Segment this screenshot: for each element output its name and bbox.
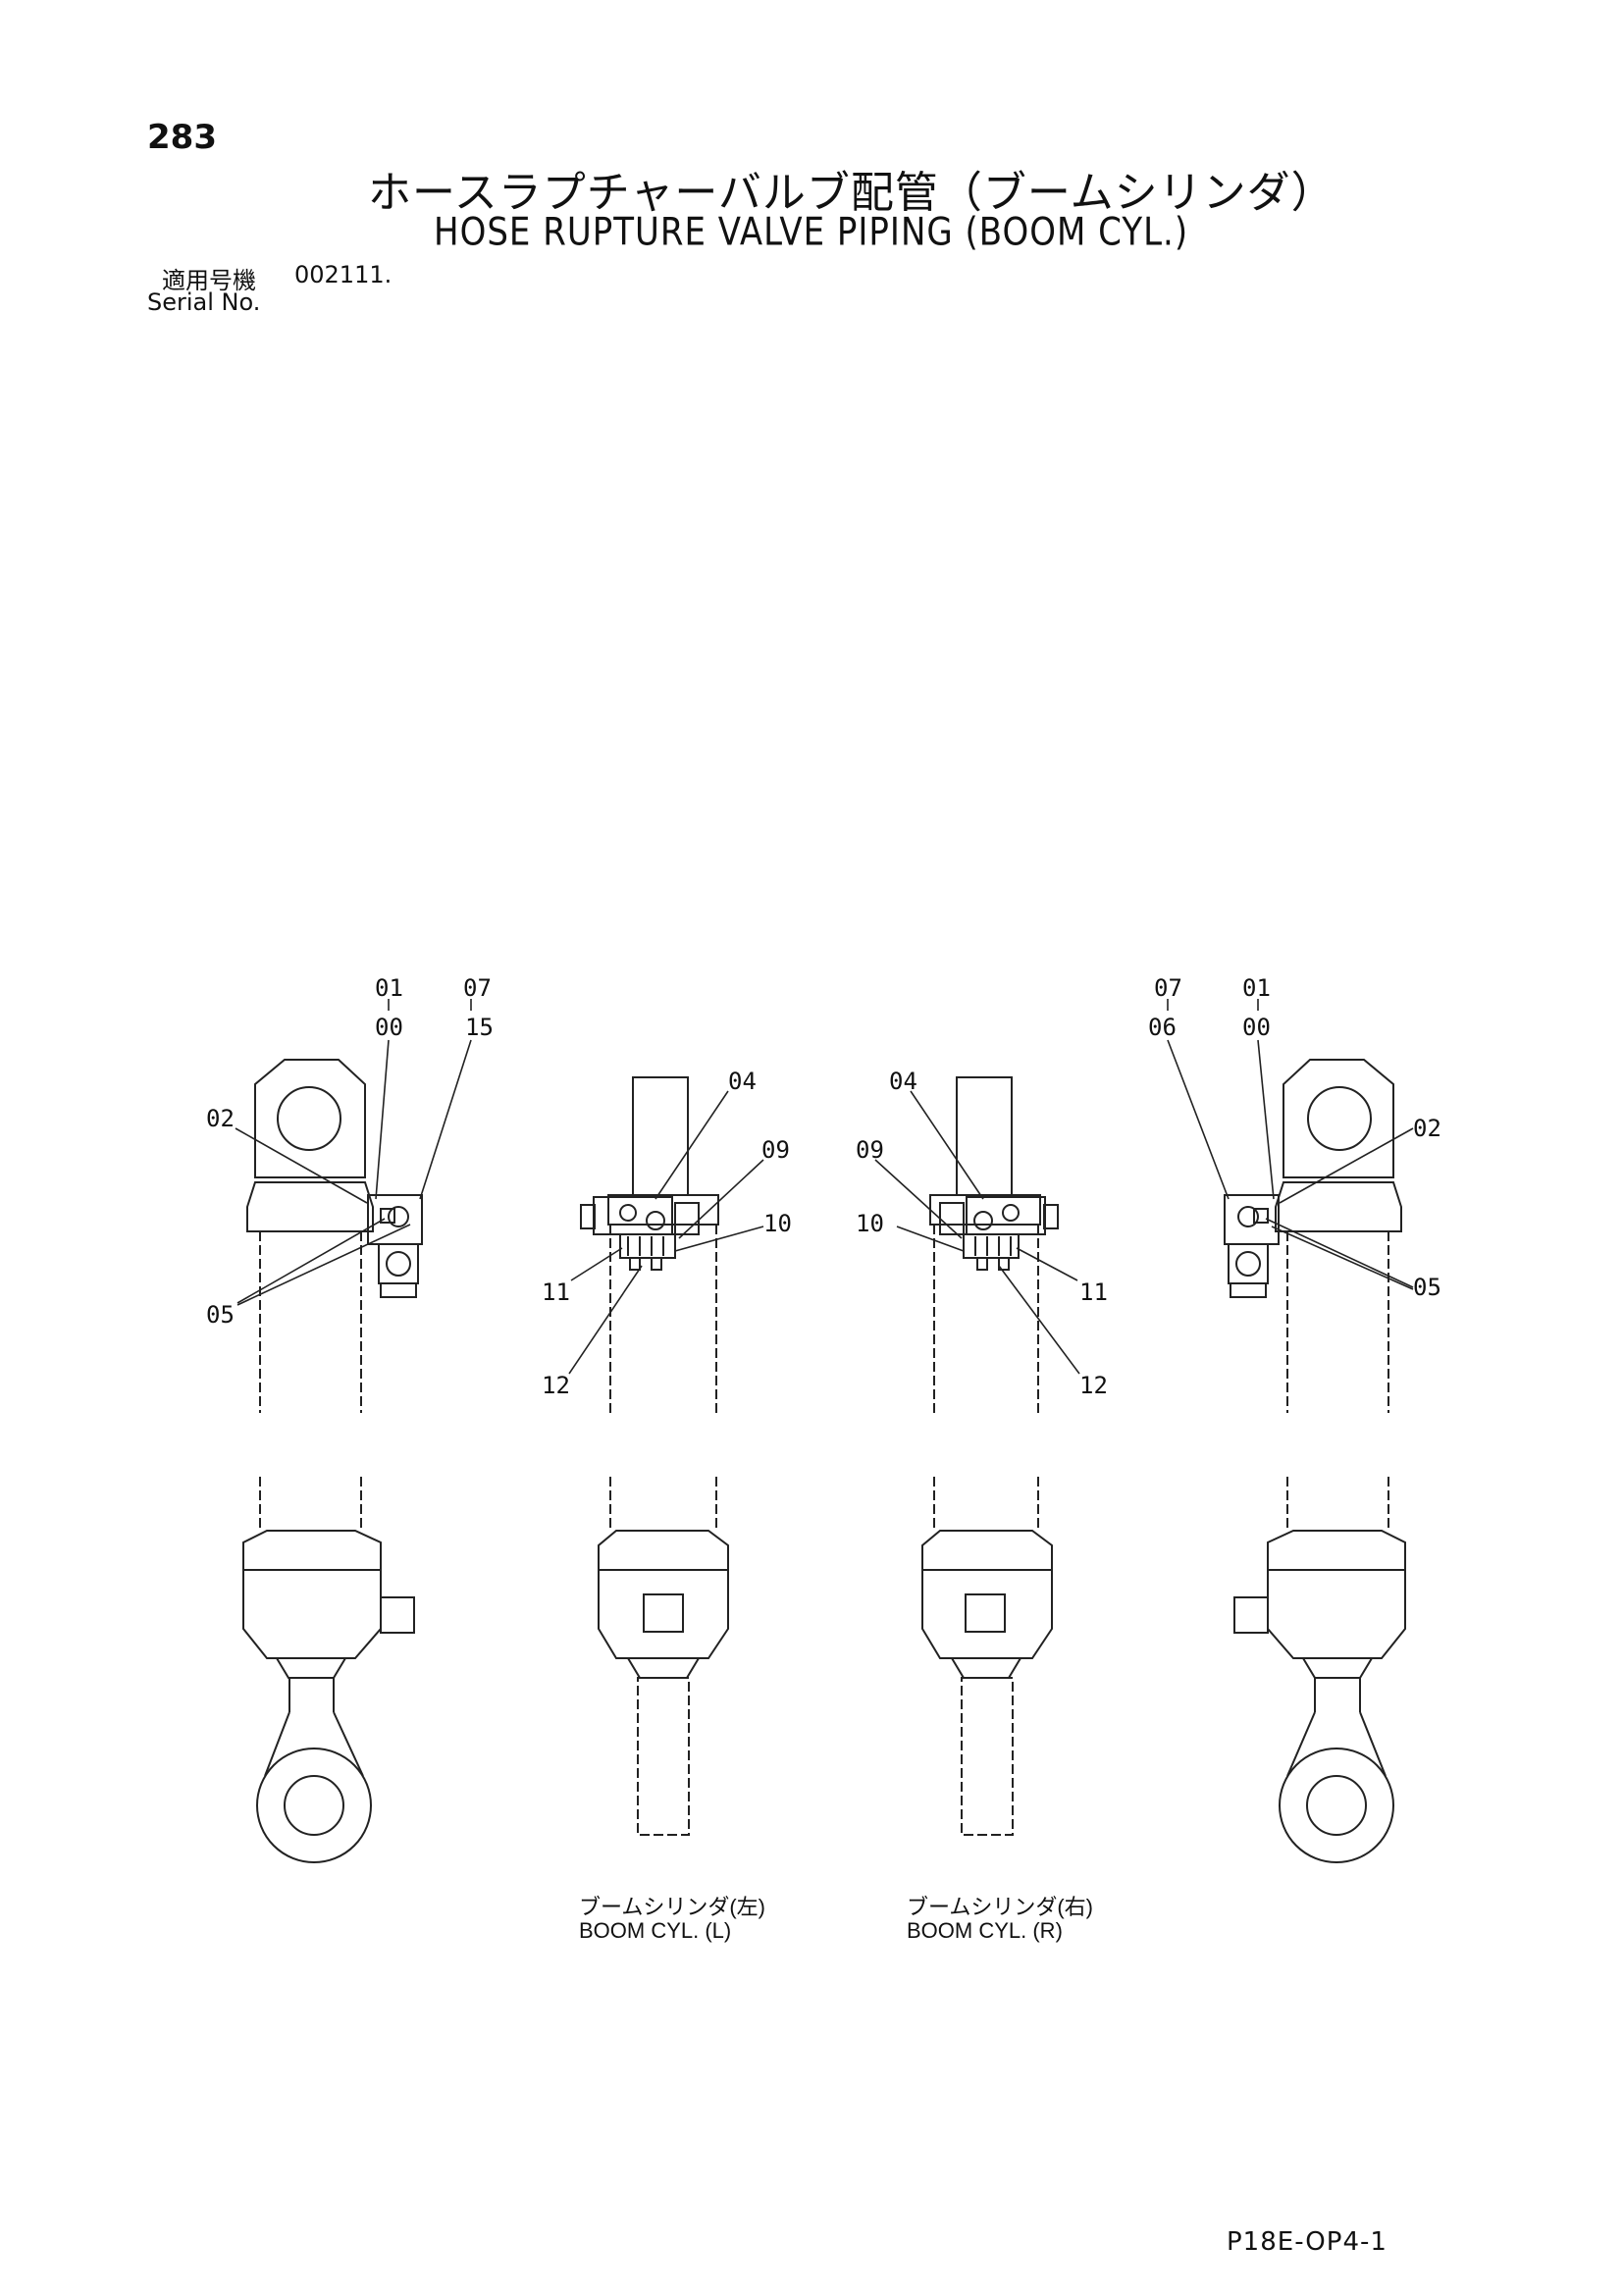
callout-v3-11: 11 bbox=[1079, 1278, 1108, 1306]
callout-labels: 01 00 07 15 02 05 04 09 10 11 12 04 09 1… bbox=[206, 974, 1441, 1399]
callout-v4-02: 02 bbox=[1413, 1115, 1441, 1142]
serial-value: 002111. bbox=[294, 261, 393, 288]
title-english: HOSE RUPTURE VALVE PIPING (BOOM CYL.) bbox=[434, 210, 1189, 255]
serial-label-japanese: 適用号機 bbox=[162, 267, 256, 294]
caption-right-japanese: ブームシリンダ(右) bbox=[907, 1895, 1093, 1919]
view-1-boom-cyl-left-side bbox=[242, 1059, 423, 1863]
callout-v1-07: 07 bbox=[463, 974, 492, 1002]
callout-v2-11: 11 bbox=[542, 1278, 570, 1306]
callout-v2-04: 04 bbox=[728, 1068, 757, 1095]
callout-v1-15: 15 bbox=[465, 1014, 494, 1041]
caption-right-english: BOOM CYL. (R) bbox=[907, 1918, 1063, 1943]
callout-v4-00: 00 bbox=[1242, 1014, 1271, 1041]
callout-v2-12: 12 bbox=[542, 1372, 570, 1399]
callout-v4-06: 06 bbox=[1148, 1014, 1177, 1041]
serial-label-english: Serial No. bbox=[147, 288, 261, 316]
callout-v3-04: 04 bbox=[889, 1068, 917, 1095]
leader-lines bbox=[235, 999, 1414, 1375]
callout-v1-02: 02 bbox=[206, 1105, 235, 1132]
view-4-boom-cyl-right-side bbox=[1224, 1059, 1406, 1863]
callout-v3-12: 12 bbox=[1079, 1372, 1108, 1399]
view-3-boom-cyl-right-front bbox=[921, 1076, 1059, 1836]
callout-v2-09: 09 bbox=[761, 1136, 790, 1164]
page-number: 283 bbox=[147, 118, 217, 157]
callout-v2-10: 10 bbox=[763, 1210, 792, 1237]
callout-v3-09: 09 bbox=[856, 1136, 884, 1164]
document-code: P18E-OP4-1 bbox=[1227, 2227, 1387, 2257]
callout-v4-01: 01 bbox=[1242, 974, 1271, 1002]
view-2-boom-cyl-left-front bbox=[580, 1076, 729, 1836]
caption-left-english: BOOM CYL. (L) bbox=[579, 1918, 732, 1943]
callout-v4-05: 05 bbox=[1413, 1274, 1441, 1301]
caption-left-japanese: ブームシリンダ(左) bbox=[579, 1895, 765, 1919]
title-japanese: ホースラプチャーバルブ配管（ブームシリンダ） bbox=[368, 168, 1335, 218]
callout-v1-01: 01 bbox=[375, 974, 403, 1002]
callout-v3-10: 10 bbox=[856, 1210, 884, 1237]
callout-v1-05: 05 bbox=[206, 1301, 235, 1329]
callout-v1-00: 00 bbox=[375, 1014, 403, 1041]
callout-v4-07: 07 bbox=[1154, 974, 1182, 1002]
